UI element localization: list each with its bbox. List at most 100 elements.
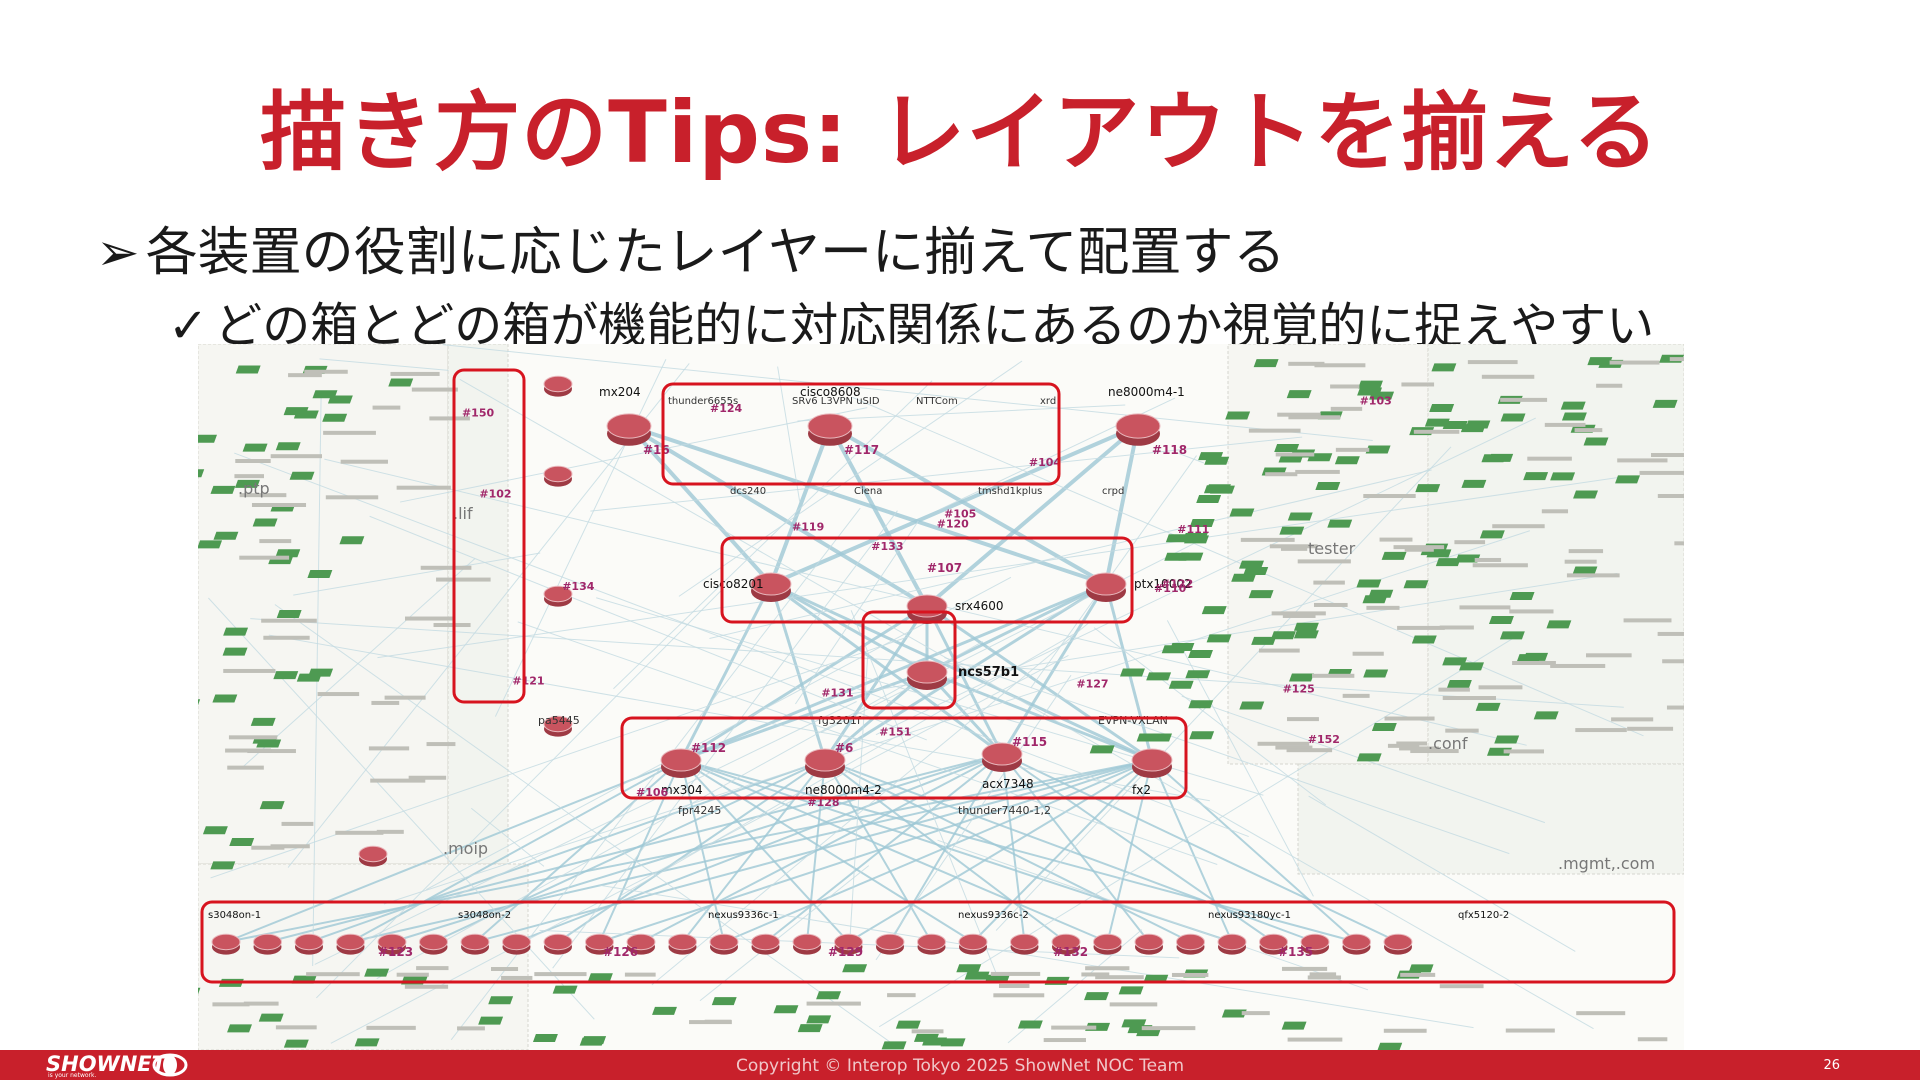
switch-icon xyxy=(1188,650,1213,658)
label-text-stub xyxy=(421,566,472,570)
router-top xyxy=(793,934,821,949)
link-label: #150 xyxy=(462,407,495,420)
switch-icon xyxy=(1494,736,1519,744)
label-text-stub xyxy=(1651,453,1684,457)
switch-icon xyxy=(1653,400,1678,408)
switch-icon xyxy=(355,1038,380,1046)
switch-icon xyxy=(1523,472,1548,480)
router-top xyxy=(710,934,738,949)
link-label: #111 xyxy=(1177,523,1209,536)
switch-shape xyxy=(1412,635,1437,643)
switch-shape xyxy=(1494,736,1519,744)
router-top xyxy=(876,934,904,949)
switch-shape xyxy=(322,414,347,422)
label-text-stub xyxy=(412,388,458,392)
switch-icon xyxy=(1362,595,1387,603)
switch-shape xyxy=(1146,672,1171,680)
switch-shape xyxy=(1018,1020,1043,1028)
switch-icon xyxy=(1169,681,1194,689)
switch-icon xyxy=(488,996,513,1004)
router-icon xyxy=(876,934,904,954)
switch-shape xyxy=(1461,480,1486,488)
label-text-stub xyxy=(436,578,491,582)
switch-shape xyxy=(1185,670,1210,678)
label-text-stub xyxy=(1545,423,1586,427)
switch-shape xyxy=(1366,446,1391,454)
area-panel xyxy=(198,344,448,864)
switch-icon xyxy=(1204,485,1229,493)
switch-icon xyxy=(210,861,235,869)
switch-shape xyxy=(1188,700,1213,708)
link-label: #123 xyxy=(378,945,413,959)
switch-shape xyxy=(1090,745,1115,753)
label-text-stub xyxy=(1658,494,1684,498)
switch-icon xyxy=(328,395,353,403)
switch-icon xyxy=(388,378,413,386)
label-text-stub xyxy=(991,972,1040,976)
label-text-stub xyxy=(306,972,360,976)
switch-shape xyxy=(712,997,737,1005)
switch-shape xyxy=(533,1034,558,1042)
router-top xyxy=(1132,749,1172,771)
link-label: #131 xyxy=(821,686,853,699)
device-label: Ciena xyxy=(854,486,882,497)
switch-icon xyxy=(1461,480,1486,488)
switch-icon xyxy=(1573,490,1598,498)
switch-icon xyxy=(294,411,319,419)
router-icon xyxy=(295,934,323,954)
label-text-stub xyxy=(1308,975,1341,979)
label-text-stub xyxy=(427,742,456,746)
router-label: fx2 xyxy=(1132,783,1151,797)
switch-icon xyxy=(1202,606,1227,614)
switch-shape xyxy=(806,1015,831,1023)
label-text-stub xyxy=(1440,984,1484,988)
label-text-stub xyxy=(271,454,322,458)
router-icon xyxy=(907,595,947,624)
router-icon xyxy=(752,934,780,954)
switch-icon xyxy=(1288,513,1313,521)
label-text-stub xyxy=(416,966,448,970)
label-text-stub xyxy=(1298,559,1351,563)
label-text-stub xyxy=(912,1029,944,1033)
switch-icon xyxy=(1229,509,1254,517)
label-text-stub xyxy=(1500,398,1547,402)
router-icon xyxy=(607,414,651,446)
router-label: mx204 xyxy=(599,385,641,399)
link-label: #115 xyxy=(1012,735,1047,749)
label-text-stub xyxy=(457,1026,485,1030)
router-top xyxy=(420,934,448,949)
router-label: ne8000m4-1 xyxy=(1108,385,1185,399)
label-text-stub xyxy=(371,701,399,705)
switch-shape xyxy=(1084,992,1109,1000)
slide-title: 描き方のTips: レイアウトを揃える xyxy=(0,62,1920,187)
label-text-stub xyxy=(1492,524,1544,528)
switch-shape xyxy=(1282,1022,1307,1030)
switch-shape xyxy=(229,838,254,846)
switch-shape xyxy=(1120,668,1145,676)
label-text-stub xyxy=(1282,967,1327,971)
router-top xyxy=(461,934,489,949)
router-top xyxy=(959,934,987,949)
switch-icon xyxy=(210,486,235,494)
router-icon xyxy=(710,934,738,954)
router-top xyxy=(1384,934,1412,949)
label-text-stub xyxy=(1330,384,1359,388)
switch-icon xyxy=(965,972,990,980)
router-icon xyxy=(503,934,531,954)
switch-icon xyxy=(1480,530,1505,538)
switch-shape xyxy=(1480,530,1505,538)
switch-icon xyxy=(203,826,228,834)
label-text-stub xyxy=(1479,685,1523,689)
device-label: tmshd1kplus xyxy=(978,486,1042,497)
switch-shape xyxy=(1372,723,1397,731)
label-text-stub xyxy=(276,1025,317,1029)
switch-icon xyxy=(652,1007,677,1015)
router-top xyxy=(1343,934,1371,949)
switch-shape xyxy=(1425,419,1450,427)
switch-icon xyxy=(1476,703,1501,711)
link-label: #117 xyxy=(844,443,879,457)
label-text-stub xyxy=(390,372,439,376)
switch-shape xyxy=(259,1014,284,1022)
label-text-stub xyxy=(1343,694,1370,698)
router-icon xyxy=(1343,934,1371,954)
